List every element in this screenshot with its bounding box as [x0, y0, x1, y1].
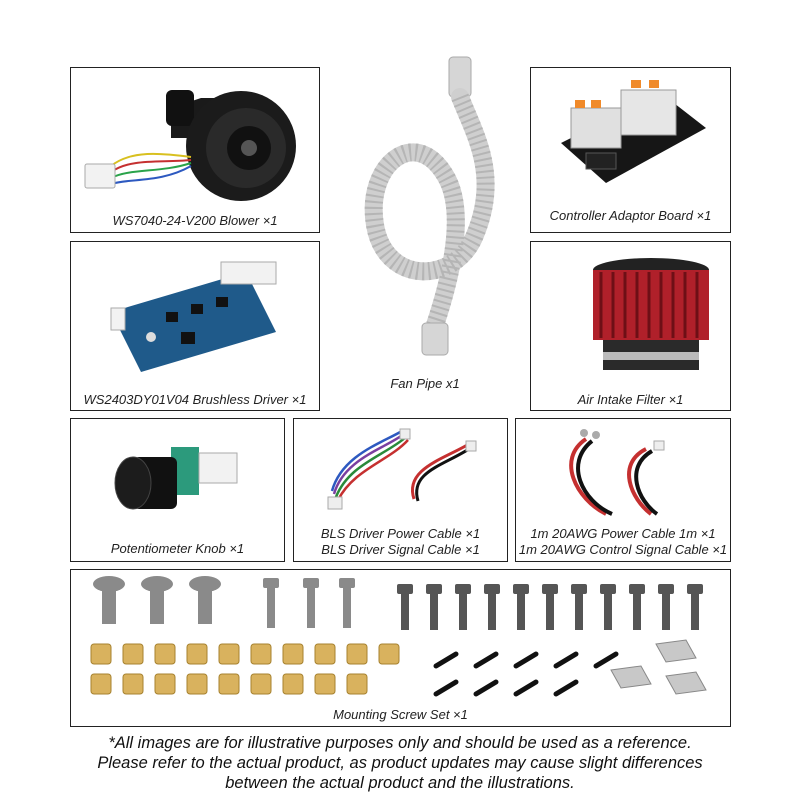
screw-set-caption: Mounting Screw Set ×1: [333, 707, 468, 722]
controller-board-caption: Controller Adaptor Board ×1: [549, 208, 712, 223]
screw-set-image: [90, 576, 707, 697]
controller-board-image: [561, 80, 706, 183]
screw-set-panel: Mounting Screw Set ×1: [70, 569, 731, 727]
brushless-driver-image: [110, 261, 277, 372]
disclaimer-line-1: *All images are for illustrative purpose…: [108, 734, 692, 752]
fan-pipe-caption: Fan Pipe x1: [390, 376, 460, 391]
blower-image: [84, 90, 296, 201]
blower-caption: WS7040-24-V200 Blower ×1: [112, 213, 278, 228]
air-filter-image: [593, 258, 709, 370]
awg-cables-image: [569, 429, 665, 516]
disclaimer-notice: *All images are for illustrative purpose…: [20, 733, 780, 793]
brushless-driver-panel: WS2403DY01V04 Brushless Driver ×1: [70, 241, 320, 411]
awg-cables-panel: 1m 20AWG Power Cable 1m ×1 1m 20AWG Cont…: [515, 418, 731, 562]
potentiometer-image: [114, 447, 238, 510]
blower-panel: WS7040-24-V200 Blower ×1: [70, 67, 320, 233]
bls-power-cable-caption: BLS Driver Power Cable ×1: [320, 526, 481, 541]
potentiometer-caption: Potentiometer Knob ×1: [110, 541, 245, 556]
air-filter-caption: Air Intake Filter ×1: [577, 392, 684, 407]
potentiometer-panel: Potentiometer Knob ×1: [70, 418, 285, 562]
bls-signal-cable-caption: BLS Driver Signal Cable ×1: [321, 542, 480, 557]
awg-power-cable-caption: 1m 20AWG Power Cable 1m ×1: [530, 526, 716, 541]
brushless-driver-caption: WS2403DY01V04 Brushless Driver ×1: [83, 392, 307, 407]
bls-cables-panel: BLS Driver Power Cable ×1 BLS Driver Sig…: [293, 418, 508, 562]
controller-board-panel: Controller Adaptor Board ×1: [530, 67, 731, 233]
air-filter-panel: Air Intake Filter ×1: [530, 241, 731, 411]
bls-cables-image: [327, 428, 477, 510]
disclaimer-line-3: between the actual product and the illus…: [225, 774, 575, 792]
awg-signal-cable-caption: 1m 20AWG Control Signal Cable ×1: [518, 542, 728, 557]
disclaimer-line-2: Please refer to the actual product, as p…: [97, 754, 703, 772]
fan-pipe-image: [364, 56, 495, 356]
fan-pipe-panel: Fan Pipe x1: [325, 55, 525, 395]
